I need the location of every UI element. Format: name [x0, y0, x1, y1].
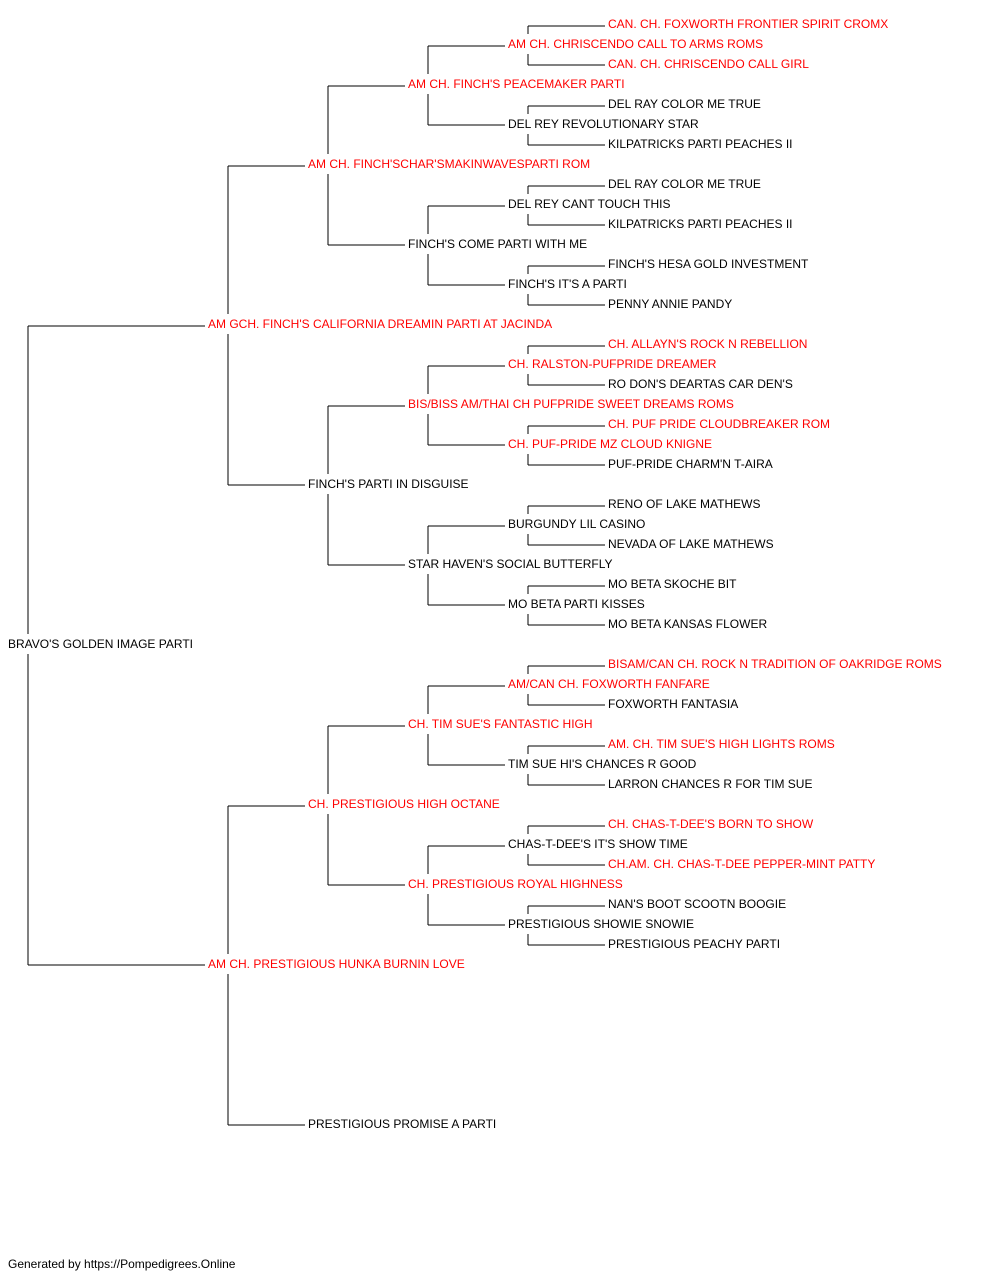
dog-name-root-d-s-d-d-d[interactable]: PRESTIGIOUS PEACHY PARTI [608, 937, 780, 951]
pedigree-tree: BRAVO'S GOLDEN IMAGE PARTI AM GCH. FINCH'… [8, 17, 942, 1131]
dog-name-root-s-s-d[interactable]: FINCH'S COME PARTI WITH ME [408, 237, 587, 251]
dog-name-root-s-s-s-d-d[interactable]: KILPATRICKS PARTI PEACHES II [608, 137, 793, 151]
dog-name-root-s-s-d-s-s[interactable]: DEL RAY COLOR ME TRUE [608, 177, 761, 191]
dog-name-root-s[interactable]: AM GCH. FINCH'S CALIFORNIA DREAMIN PARTI… [208, 317, 552, 331]
dog-name-root-s-d-d[interactable]: STAR HAVEN'S SOCIAL BUTTERFLY [408, 557, 613, 571]
dog-name-root-d-s-s-s-d[interactable]: FOXWORTH FANTASIA [608, 697, 738, 711]
dog-name-root-d-s-s-d-d[interactable]: LARRON CHANCES R FOR TIM SUE [608, 777, 812, 791]
dog-name-root-s-d-d-s-d[interactable]: NEVADA OF LAKE MATHEWS [608, 537, 774, 551]
dog-name-root-s-d-d-d-d[interactable]: MO BETA KANSAS FLOWER [608, 617, 767, 631]
dog-name-root-d-s[interactable]: CH. PRESTIGIOUS HIGH OCTANE [308, 797, 500, 811]
dog-name-root-d-s-d-s-s[interactable]: CH. CHAS-T-DEE'S BORN TO SHOW [608, 817, 814, 831]
dog-name-root-s-s-s-s-d[interactable]: CAN. CH. CHRISCENDO CALL GIRL [608, 57, 809, 71]
dog-name-root-s-s-d-s-d[interactable]: KILPATRICKS PARTI PEACHES II [608, 217, 793, 231]
dog-name-root-s-d-s-d-d[interactable]: PUF-PRIDE CHARM'N T-AIRA [608, 457, 773, 471]
dog-name-root-s-d-d-d-s[interactable]: MO BETA SKOCHE BIT [608, 577, 737, 591]
dog-name-root-s-d-d-d[interactable]: MO BETA PARTI KISSES [508, 597, 645, 611]
dog-name-root-s-s-s-d[interactable]: DEL REY REVOLUTIONARY STAR [508, 117, 699, 131]
dog-name-root-s-d-s-s-s[interactable]: CH. ALLAYN'S ROCK N REBELLION [608, 337, 807, 351]
dog-name-root-d-d[interactable]: PRESTIGIOUS PROMISE A PARTI [308, 1117, 496, 1131]
dog-name-root-s-s-s-d-s[interactable]: DEL RAY COLOR ME TRUE [608, 97, 761, 111]
dog-name-root-d-s-d-s-d[interactable]: CH.AM. CH. CHAS-T-DEE PEPPER-MINT PATTY [608, 857, 875, 871]
dog-name-root-s-s-d-d-d[interactable]: PENNY ANNIE PANDY [608, 297, 732, 311]
dog-name-root-d-s-d-d-s[interactable]: NAN'S BOOT SCOOTN BOOGIE [608, 897, 786, 911]
dog-name-root-d-s-s-s-s[interactable]: BISAM/CAN CH. ROCK N TRADITION OF OAKRID… [608, 657, 942, 671]
dog-name-root-s-d-s-d[interactable]: CH. PUF-PRIDE MZ CLOUD KNIGNE [508, 437, 712, 451]
dog-name-root-s-d-s-d-s[interactable]: CH. PUF PRIDE CLOUDBREAKER ROM [608, 417, 830, 431]
dog-name-root-s-s-d-s[interactable]: DEL REY CANT TOUCH THIS [508, 197, 671, 211]
dog-name-root-d[interactable]: AM CH. PRESTIGIOUS HUNKA BURNIN LOVE [208, 957, 465, 971]
dog-name-root-d-s-s[interactable]: CH. TIM SUE'S FANTASTIC HIGH [408, 717, 593, 731]
dog-name-root-s-s-s-s[interactable]: AM CH. CHRISCENDO CALL TO ARMS ROMS [508, 37, 763, 51]
dog-name-root-s-d-d-s-s[interactable]: RENO OF LAKE MATHEWS [608, 497, 760, 511]
dog-name-root-s-s-s-s-s[interactable]: CAN. CH. FOXWORTH FRONTIER SPIRIT CROMX [608, 17, 888, 31]
dog-name-root-s-s-d-d-s[interactable]: FINCH'S HESA GOLD INVESTMENT [608, 257, 809, 271]
dog-name-root-s-d[interactable]: FINCH'S PARTI IN DISGUISE [308, 477, 469, 491]
dog-name-root[interactable]: BRAVO'S GOLDEN IMAGE PARTI [8, 637, 193, 651]
dog-name-root-d-s-d[interactable]: CH. PRESTIGIOUS ROYAL HIGHNESS [408, 877, 623, 891]
dog-name-root-d-s-s-d-s[interactable]: AM. CH. TIM SUE'S HIGH LIGHTS ROMS [608, 737, 835, 751]
footer-credit: Generated by https://Pompedigrees.Online [8, 1257, 236, 1271]
dog-name-root-s-s[interactable]: AM CH. FINCH'SCHAR'SMAKINWAVESPARTI ROM [308, 157, 590, 171]
dog-name-root-s-s-d-d[interactable]: FINCH'S IT'S A PARTI [508, 277, 627, 291]
dog-name-root-s-d-s-s-d[interactable]: RO DON'S DEARTAS CAR DEN'S [608, 377, 793, 391]
dog-name-root-d-s-d-d[interactable]: PRESTIGIOUS SHOWIE SNOWIE [508, 917, 694, 931]
dog-name-root-d-s-d-s[interactable]: CHAS-T-DEE'S IT'S SHOW TIME [508, 837, 688, 851]
dog-name-root-d-s-s-s[interactable]: AM/CAN CH. FOXWORTH FANFARE [508, 677, 710, 691]
dog-name-root-s-d-d-s[interactable]: BURGUNDY LIL CASINO [508, 517, 645, 531]
dog-name-root-s-s-s[interactable]: AM CH. FINCH'S PEACEMAKER PARTI [408, 77, 625, 91]
dog-name-root-s-d-s-s[interactable]: CH. RALSTON-PUFPRIDE DREAMER [508, 357, 717, 371]
dog-name-root-s-d-s[interactable]: BIS/BISS AM/THAI CH PUFPRIDE SWEET DREAM… [408, 397, 734, 411]
dog-name-root-d-s-s-d[interactable]: TIM SUE HI'S CHANCES R GOOD [508, 757, 697, 771]
